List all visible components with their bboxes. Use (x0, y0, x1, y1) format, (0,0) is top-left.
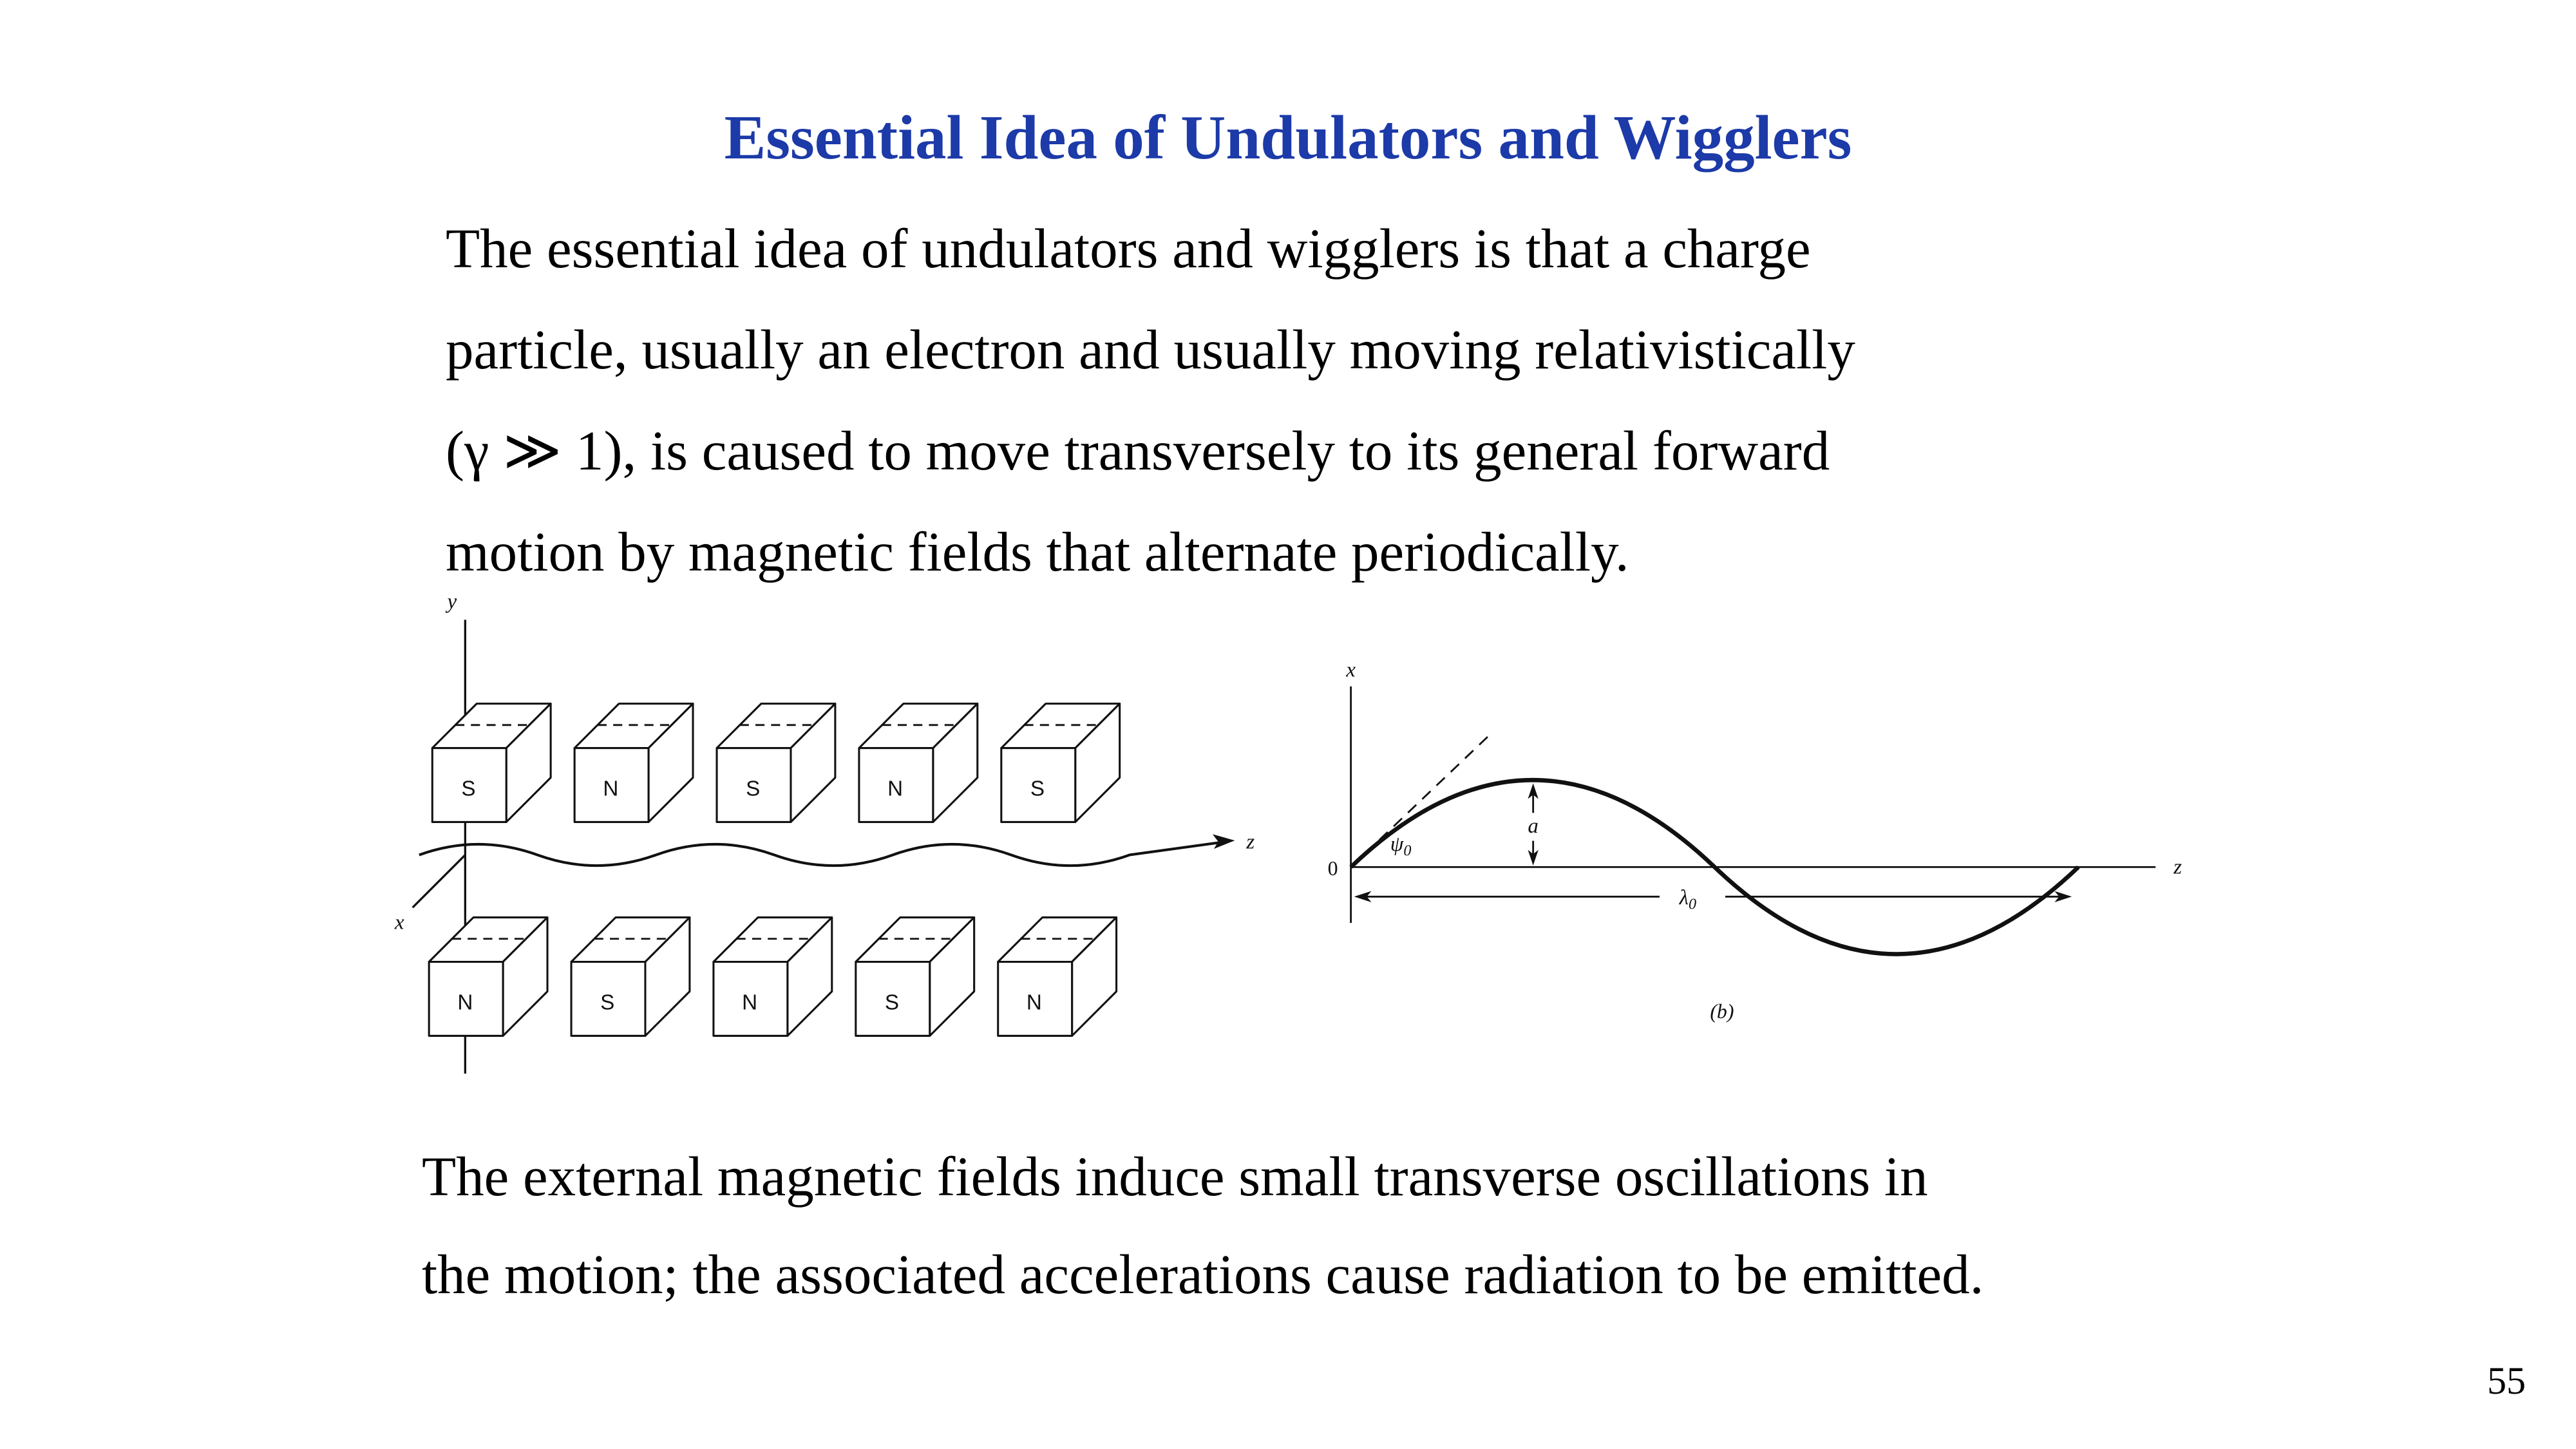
magnet-pole-label: N (603, 777, 618, 801)
amplitude-arrowhead-down-icon (1528, 849, 1539, 866)
magnet-pole-label: N (742, 991, 757, 1015)
intro-paragraph: The essential idea of undulators and wig… (446, 198, 1855, 602)
magnet-bottom-1: N (428, 916, 549, 1037)
wave-diagram: x z 0 ψ0 a λ0 (b) (1328, 658, 2183, 1023)
magnet-pole-label: N (457, 991, 473, 1015)
magnet-top-2: N (573, 703, 694, 823)
origin-label: 0 (1328, 857, 1338, 880)
magnet-pole-label: S (885, 991, 899, 1015)
intro-line-1: The essential idea of undulators and wig… (446, 217, 1811, 279)
undulator-diagram: y x S N S N S (394, 590, 1255, 1074)
figure-caption: (b) (1710, 1000, 1734, 1023)
page-number: 55 (2487, 1359, 2526, 1402)
magnet-pole-label: S (1030, 777, 1045, 801)
period-arrowhead-left-icon (1354, 891, 1372, 902)
amplitude-arrowhead-up-icon (1528, 783, 1539, 799)
magnet-pole-label: N (1027, 991, 1042, 1015)
magnet-top-1: S (431, 703, 552, 823)
period-label: λ0 (1679, 886, 1696, 913)
magnet-bottom-5: N (997, 916, 1118, 1037)
tangent-dashed-line (1350, 735, 1490, 868)
amplitude-label: a (1528, 814, 1539, 838)
magnet-pole-label: S (461, 777, 475, 801)
closing-line-2: the motion; the associated accelerations… (422, 1243, 1984, 1305)
page-title: Essential Idea of Undulators and Wiggler… (724, 103, 1852, 172)
x-axis-label: x (1345, 658, 1356, 682)
intro-line-4: motion by magnetic fields that alternate… (446, 520, 1629, 583)
period-arrowhead-right-icon (2054, 891, 2072, 902)
electron-trajectory (419, 840, 1226, 867)
magnet-top-3: S (715, 703, 837, 823)
magnet-pole-label: S (600, 991, 614, 1015)
magnet-bottom-3: N (712, 916, 833, 1037)
sine-curve (1349, 778, 2080, 956)
x-axis (412, 854, 466, 909)
x-axis-label: x (394, 910, 404, 934)
closing-line-1: The external magnetic fields induce smal… (422, 1145, 1928, 1208)
z-axis-label: z (1245, 829, 1255, 853)
intro-line-3: (γ ≫ 1), is caused to move transversely … (446, 419, 1830, 482)
magnet-top-4: N (858, 703, 979, 823)
magnet-pole-label: S (746, 777, 760, 801)
angle-label: ψ0 (1390, 832, 1412, 860)
magnet-bottom-2: S (570, 916, 691, 1037)
closing-paragraph: The external magnetic fields induce smal… (422, 1128, 1984, 1323)
magnet-top-5: S (1000, 703, 1121, 823)
z-axis-label: z (2173, 855, 2182, 879)
trajectory-arrowhead-icon (1212, 834, 1235, 849)
magnet-bottom-4: S (855, 916, 976, 1037)
intro-line-2: particle, usually an electron and usuall… (446, 318, 1855, 381)
magnet-pole-label: N (887, 777, 903, 801)
y-axis-label: y (446, 590, 457, 614)
